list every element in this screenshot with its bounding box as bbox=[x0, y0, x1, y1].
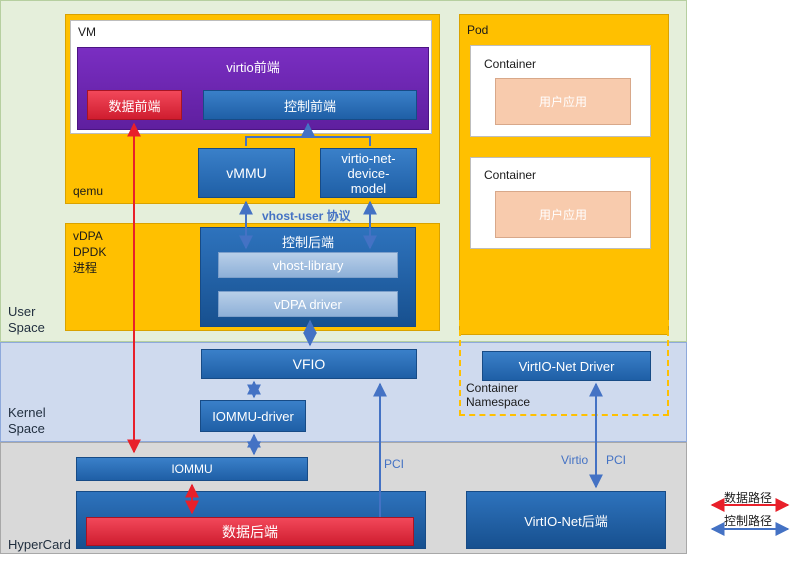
data-backend-box: 数据后端 bbox=[86, 517, 414, 546]
control-arrow-model-frontend bbox=[308, 136, 371, 146]
vdpa-dpdk-process-label: vDPA DPDK 进程 bbox=[73, 229, 107, 275]
vmmu-box: vMMU bbox=[198, 148, 295, 198]
data-frontend-box: 数据前端 bbox=[87, 90, 182, 120]
virtio-net-driver-box: VirtIO-Net Driver bbox=[482, 351, 651, 381]
virtio-frontend-label: virtio前端 bbox=[226, 60, 280, 75]
virtio-net-device-model-box: virtio-net- device- model bbox=[320, 148, 417, 198]
virtio-net-backend-box: VirtIO-Net后端 bbox=[466, 491, 666, 549]
container-label-1: Container bbox=[484, 57, 537, 71]
container-namespace-label: Container Namespace bbox=[466, 381, 531, 409]
vm-label: VM bbox=[78, 25, 96, 39]
kernel-space-label: Kernel Space bbox=[8, 405, 46, 436]
iommu-box: IOMMU bbox=[76, 457, 308, 481]
vhost-user-protocol-label: vhost-user 协议 bbox=[262, 209, 351, 223]
qemu-label: qemu bbox=[73, 184, 104, 198]
pci-label-2: PCI bbox=[606, 453, 627, 467]
control-arrow-vmmu-frontend bbox=[245, 122, 315, 146]
vhost-library-box: vhost-library bbox=[218, 252, 398, 278]
user-app-box-2: 用户应用 bbox=[495, 191, 631, 238]
hypercard-label: HyperCard bbox=[8, 537, 71, 552]
pod-label: Pod bbox=[467, 23, 489, 37]
user-app-box-1: 用户应用 bbox=[495, 78, 631, 125]
vdpa-driver-box: vDPA driver bbox=[218, 291, 398, 317]
iommu-driver-box: IOMMU-driver bbox=[200, 400, 306, 432]
control-frontend-box: 控制前端 bbox=[203, 90, 417, 120]
vfio-box: VFIO bbox=[201, 349, 417, 379]
container-label-2: Container bbox=[484, 168, 537, 182]
virtio-label: Virtio bbox=[561, 453, 589, 467]
container-namespace-boundary bbox=[459, 320, 669, 416]
control-backend-label: 控制后端 bbox=[281, 235, 334, 250]
user-space-label: User Space bbox=[8, 304, 45, 335]
pci-label: PCI bbox=[384, 457, 405, 471]
